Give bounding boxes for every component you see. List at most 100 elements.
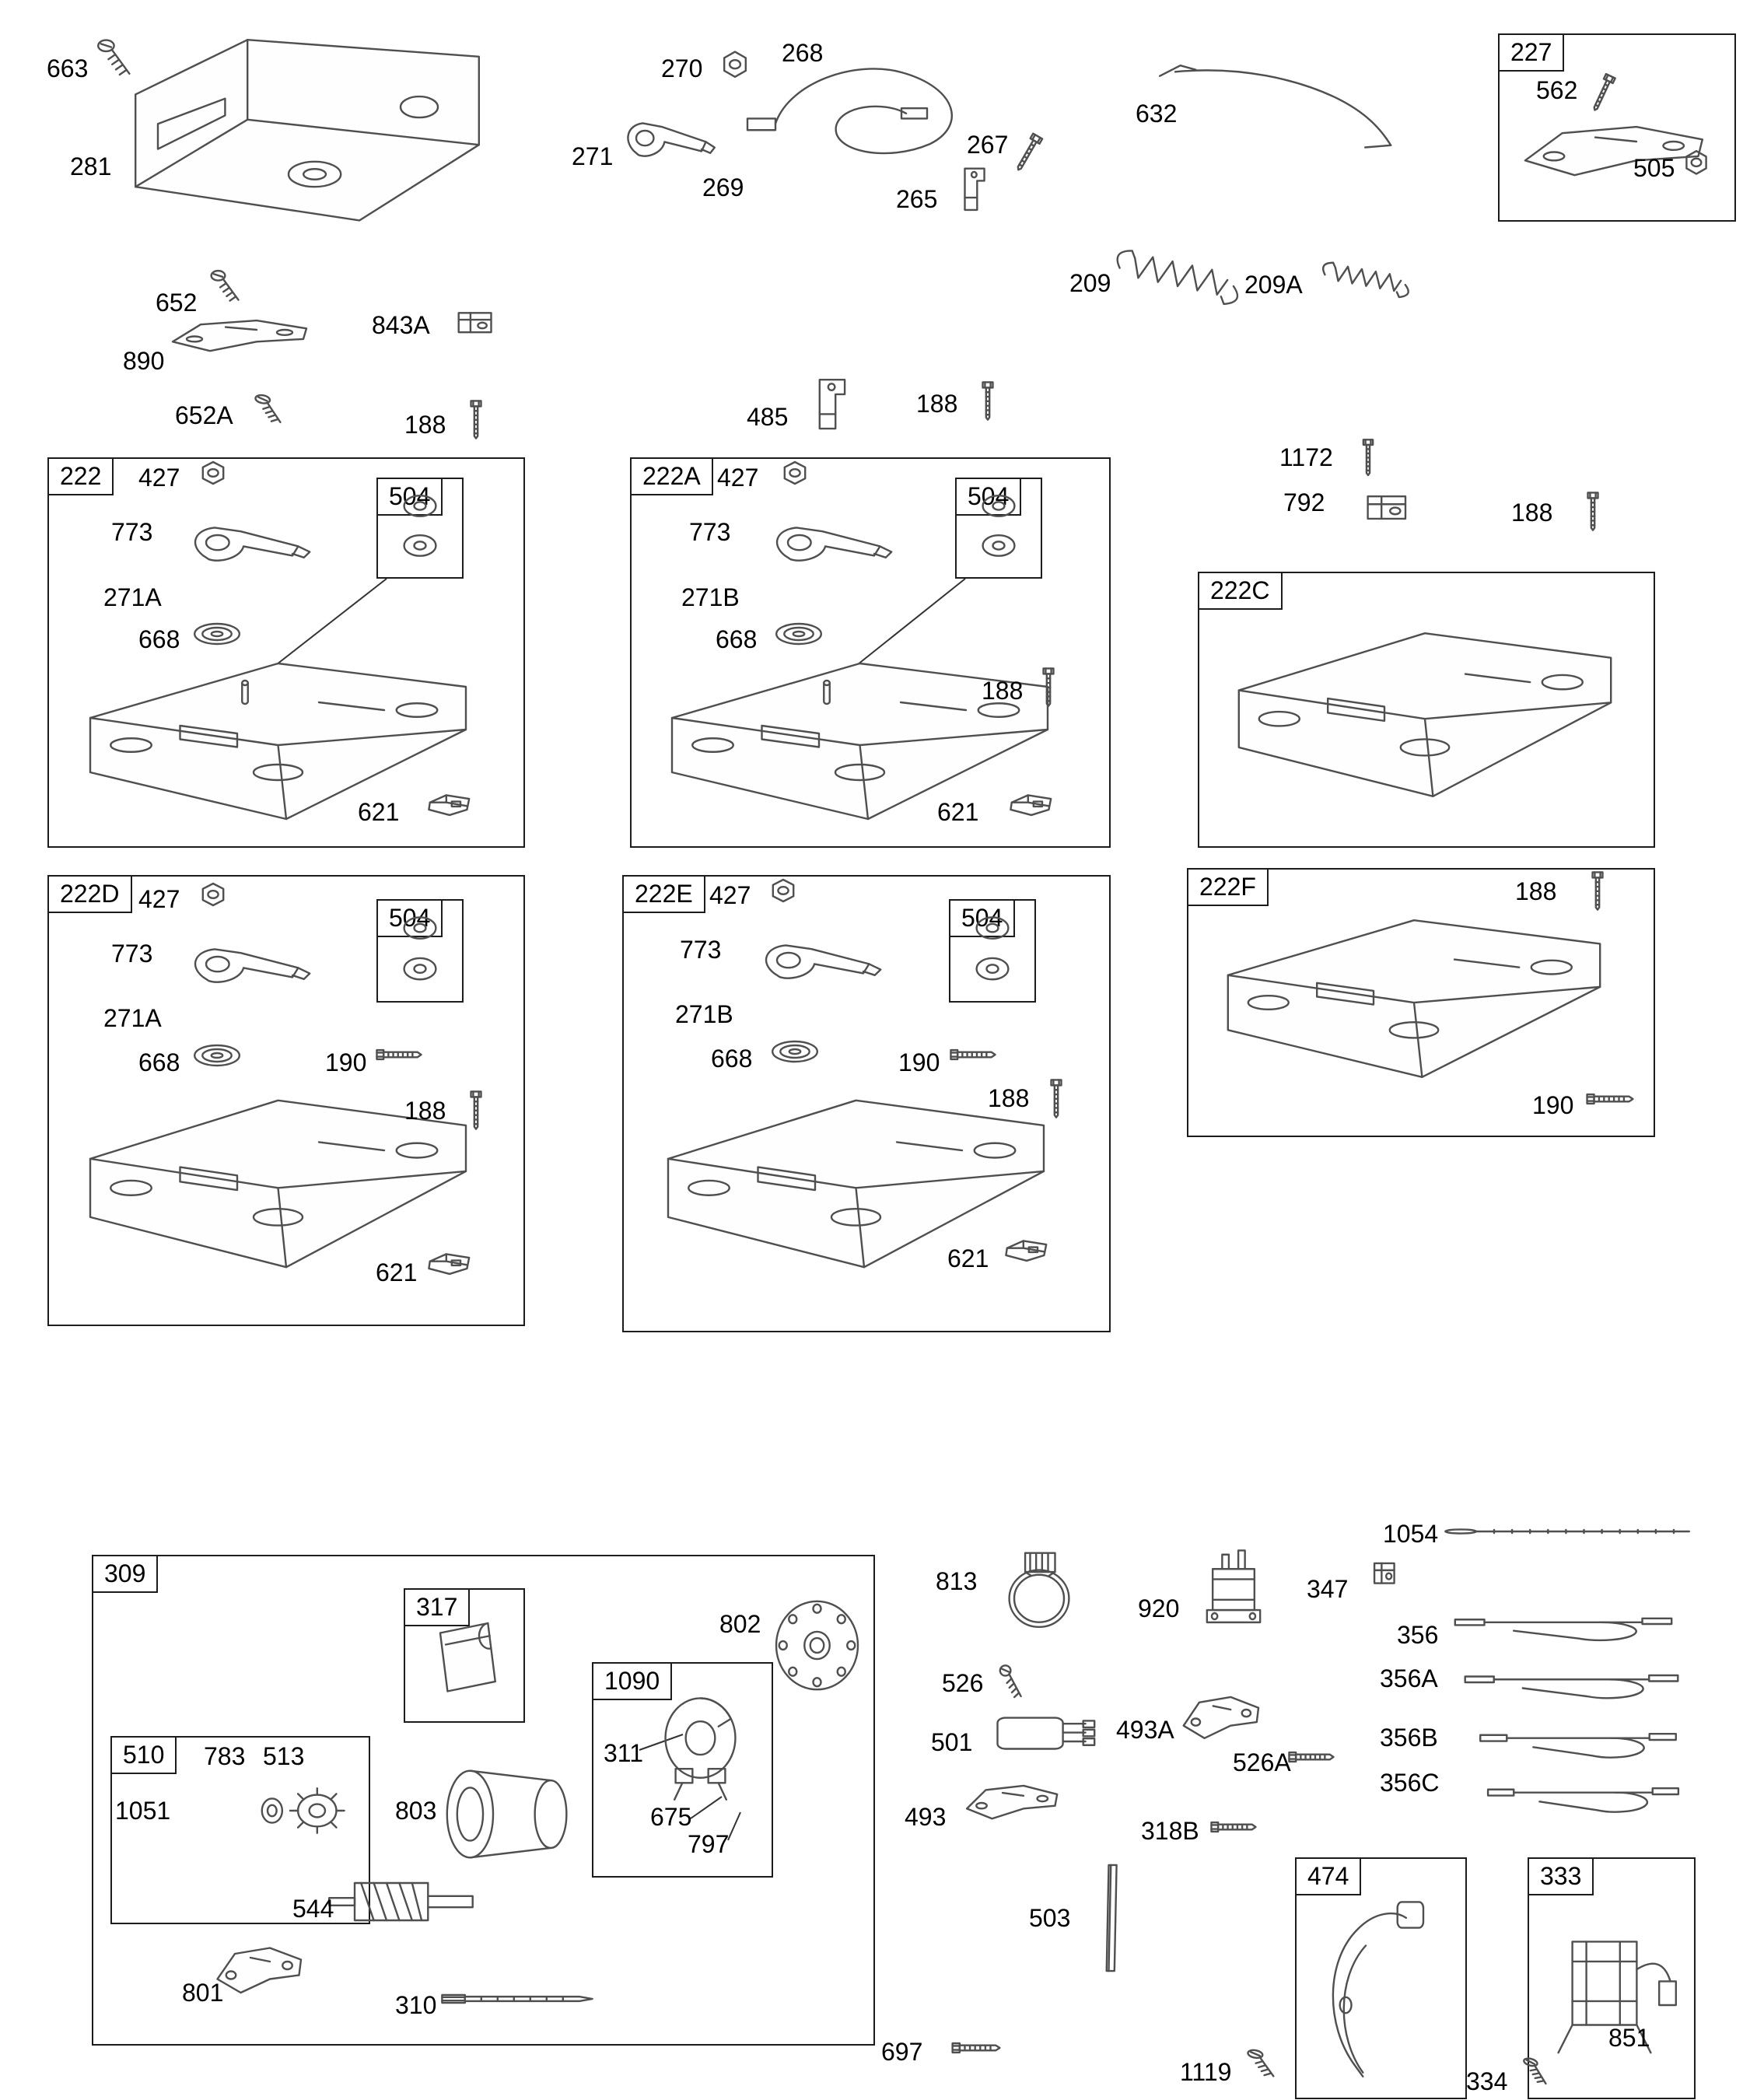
- part-number-697: 697: [881, 2038, 923, 2066]
- part-number-803: 803: [395, 1797, 437, 1825]
- part-number-801: 801: [182, 1979, 224, 2007]
- part-number-843A: 843A: [372, 311, 430, 339]
- mounting-plate-icon: [74, 1080, 482, 1288]
- part-number-632: 632: [1136, 100, 1178, 128]
- group-box-227: 227: [1498, 33, 1736, 222]
- part-number-526: 526: [942, 1669, 984, 1697]
- bolt-icon: [1584, 870, 1612, 915]
- cover-clip-icon: [439, 299, 513, 348]
- part-number-792: 792: [1283, 488, 1325, 516]
- nut-icon: [778, 459, 812, 490]
- bolt-icon: [1209, 1811, 1258, 1843]
- clip-icon: [999, 1227, 1054, 1272]
- group-box-label-474: 474: [1295, 1857, 1362, 1896]
- part-number-1054: 1054: [1383, 1520, 1439, 1548]
- starter-drive-icon: [245, 1764, 358, 1857]
- control-lever-icon: [614, 93, 723, 187]
- part-number-356B: 356B: [1380, 1724, 1438, 1752]
- part-number-920: 920: [1138, 1594, 1180, 1622]
- bracket-icon: [163, 303, 319, 369]
- armature-icon: [323, 1855, 482, 1948]
- bolt-icon: [1579, 490, 1607, 535]
- part-number-267: 267: [967, 131, 1009, 159]
- group-box-label-1090: 1090: [592, 1662, 673, 1701]
- governor-lever-icon: [177, 498, 321, 591]
- part-number-265: 265: [896, 185, 938, 213]
- wire-icon: [1451, 1596, 1676, 1652]
- group-box-label-309: 309: [92, 1555, 159, 1594]
- part-number-271B: 271B: [675, 1000, 733, 1028]
- rotor-plate-icon: [768, 1593, 866, 1698]
- group-box-222A: 222A: [630, 457, 1111, 848]
- part-number-269: 269: [702, 173, 744, 201]
- part-number-271A: 271A: [103, 583, 162, 611]
- part-number-621: 621: [376, 1258, 418, 1286]
- hose-clamp-icon: [989, 1542, 1089, 1636]
- bolt-icon: [375, 1038, 423, 1071]
- mounting-plate-icon: [652, 1080, 1060, 1288]
- part-number-188: 188: [916, 390, 958, 418]
- screw-icon: [1241, 2046, 1289, 2084]
- pivot-pin-icon: [814, 675, 840, 714]
- part-number-310: 310: [395, 1991, 437, 2019]
- group-box-504: 504: [949, 899, 1036, 1003]
- clip-bracket-icon: [950, 162, 1002, 218]
- part-number-668: 668: [138, 625, 180, 653]
- part-number-427: 427: [138, 464, 180, 492]
- nut-icon: [717, 48, 753, 84]
- part-number-621: 621: [947, 1244, 989, 1272]
- part-number-427: 427: [717, 464, 759, 492]
- part-number-652: 652: [156, 289, 198, 317]
- part-number-356A: 356A: [1380, 1664, 1438, 1692]
- governor-lever-icon: [177, 919, 321, 1013]
- bolt-icon: [950, 2032, 1002, 2064]
- part-number-188: 188: [1511, 499, 1553, 527]
- part-number-493A: 493A: [1116, 1716, 1174, 1744]
- group-box-1090: 1090: [592, 1662, 773, 1878]
- ignition-module-icon: [986, 1697, 1099, 1771]
- group-box-504: 504: [955, 478, 1042, 579]
- part-number-190: 190: [1532, 1091, 1574, 1119]
- screw-icon: [248, 392, 296, 432]
- mounting-plate-icon: [656, 644, 1064, 838]
- group-box-504: 504: [376, 899, 464, 1003]
- ignition-coil-icon: [1542, 1886, 1682, 2084]
- screw-icon: [95, 37, 142, 84]
- bolt-icon: [1034, 666, 1062, 711]
- part-number-356C: 356C: [1380, 1769, 1440, 1797]
- group-box-333: 333: [1528, 1857, 1696, 2099]
- bracket-icon: [1178, 1674, 1265, 1763]
- solenoid-icon: [1186, 1536, 1281, 1639]
- group-box-label-504: 504: [955, 478, 1022, 516]
- part-number-668: 668: [138, 1048, 180, 1076]
- mounting-plate-icon: [74, 644, 482, 838]
- nut-icon: [196, 459, 230, 490]
- group-box-222: 222: [47, 457, 525, 848]
- washer-stack-icon: [966, 910, 1019, 992]
- group-box-label-222F: 222F: [1187, 868, 1269, 907]
- governor-lever-icon: [759, 498, 903, 591]
- bolt-icon: [1003, 127, 1052, 182]
- group-box-317: 317: [404, 1588, 525, 1723]
- group-box-222D: 222D: [47, 875, 525, 1326]
- part-number-544: 544: [292, 1895, 334, 1923]
- end-bracket-icon: [212, 1923, 309, 2020]
- part-number-427: 427: [138, 885, 180, 913]
- part-number-188: 188: [404, 411, 446, 439]
- group-box-label-317: 317: [404, 1588, 471, 1627]
- group-box-label-222C: 222C: [1198, 572, 1283, 611]
- part-number-485: 485: [747, 403, 789, 431]
- part-number-783: 783: [204, 1742, 246, 1770]
- clip-icon: [422, 1241, 477, 1286]
- part-number-621: 621: [358, 798, 400, 826]
- part-number-1119: 1119: [1180, 2058, 1232, 2086]
- group-box-label-222A: 222A: [630, 457, 713, 496]
- bolt-icon: [1580, 68, 1624, 121]
- part-number-311: 311: [604, 1739, 644, 1767]
- governor-lever-icon: [748, 915, 892, 1009]
- group-box-label-222: 222: [47, 457, 114, 496]
- part-number-802: 802: [719, 1610, 761, 1638]
- group-box-222E: 222E: [622, 875, 1111, 1332]
- clip-icon: [422, 782, 477, 827]
